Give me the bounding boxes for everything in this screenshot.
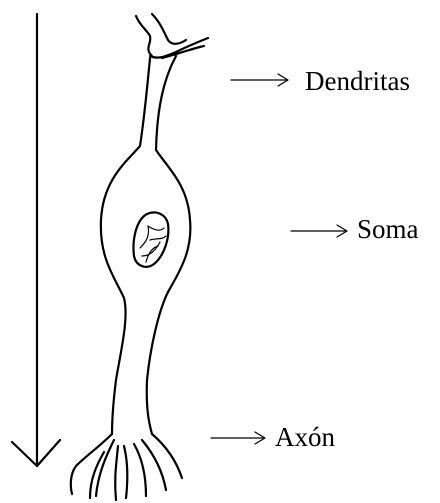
axon-terminals xyxy=(71,434,182,500)
dendritas-pointer-arrow xyxy=(231,74,288,86)
soma-pointer-arrow xyxy=(291,225,347,237)
soma-label: Soma xyxy=(357,216,419,243)
axon-pointer-arrow xyxy=(211,432,265,444)
nucleus xyxy=(134,212,169,266)
dendrites xyxy=(136,14,208,58)
neuron-outline-right xyxy=(147,56,191,434)
dendritas-label: Dendritas xyxy=(305,68,410,95)
signal-direction-arrow xyxy=(12,14,60,466)
axon-label: Axón xyxy=(275,424,335,451)
